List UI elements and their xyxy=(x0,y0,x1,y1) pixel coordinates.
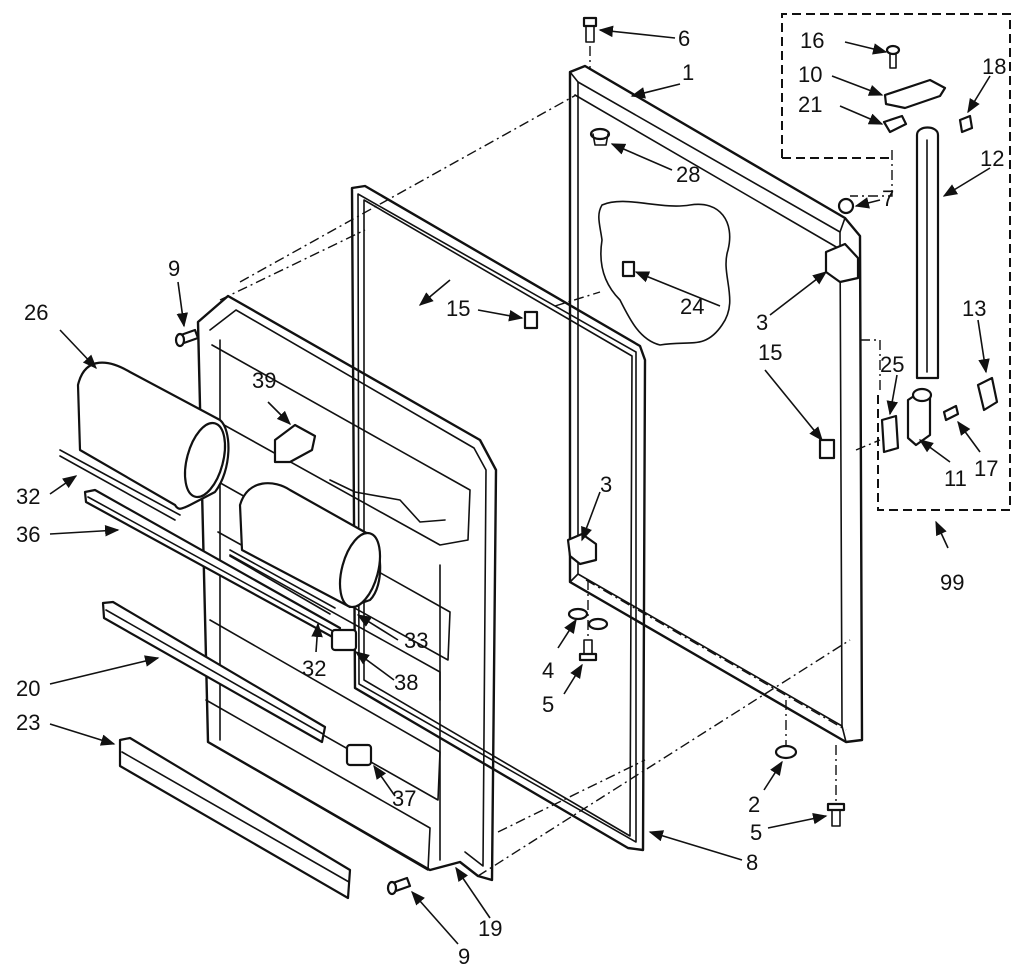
callout-26: 26 xyxy=(24,300,48,325)
callout-20: 20 xyxy=(16,676,40,701)
callout-5b: 5 xyxy=(750,820,762,845)
cap-18 xyxy=(958,114,974,134)
cover-13 xyxy=(976,376,999,412)
callout-5a: 5 xyxy=(542,692,554,717)
screw-17 xyxy=(942,404,960,422)
hinge-kit-box xyxy=(781,13,1011,511)
callout-37: 37 xyxy=(392,786,416,811)
door-bin-33 xyxy=(229,482,382,615)
shelf-bar-23 xyxy=(118,736,352,900)
stop-15-left xyxy=(523,310,539,330)
callout-17: 17 xyxy=(974,456,998,481)
callout-19: 19 xyxy=(478,916,502,941)
screw-6 xyxy=(582,16,598,43)
callout-32b: 32 xyxy=(302,656,326,681)
insulation-cutaway xyxy=(598,200,731,346)
callout-39: 39 xyxy=(252,368,276,393)
screw-16 xyxy=(885,44,901,69)
callout-3b: 3 xyxy=(756,310,768,335)
callout-10: 10 xyxy=(798,62,822,87)
callout-16: 16 xyxy=(800,28,824,53)
bracket-39 xyxy=(273,423,317,464)
door-outer-panel xyxy=(568,64,864,744)
callout-36: 36 xyxy=(16,522,40,547)
callout-12: 12 xyxy=(980,146,1004,171)
door-bin-26 xyxy=(59,361,230,521)
callout-4: 4 xyxy=(542,658,554,683)
hinge-plate-10 xyxy=(883,78,947,110)
callout-24: 24 xyxy=(680,294,704,319)
plug-28 xyxy=(589,127,611,146)
callout-9a: 9 xyxy=(168,256,180,281)
shelf-bar-20 xyxy=(101,600,327,744)
callout-18: 18 xyxy=(982,54,1006,79)
callout-7: 7 xyxy=(882,186,894,211)
stop-15-right xyxy=(818,438,836,460)
callout-8: 8 xyxy=(746,850,758,875)
hinge-3-top xyxy=(824,242,860,284)
callout-21: 21 xyxy=(798,92,822,117)
leader-lines xyxy=(49,25,991,945)
callout-2: 2 xyxy=(748,792,760,817)
callout-38: 38 xyxy=(394,670,418,695)
callout-32a: 32 xyxy=(16,484,40,509)
callout-6: 6 xyxy=(678,26,690,51)
callout-1: 1 xyxy=(682,60,694,85)
callout-11: 11 xyxy=(944,466,967,491)
callout-9b: 9 xyxy=(458,944,470,969)
plug-7 xyxy=(837,197,855,215)
door-gasket xyxy=(350,184,647,852)
callout-15a: 15 xyxy=(446,296,470,321)
callout-23: 23 xyxy=(16,710,40,735)
callout-15b: 15 xyxy=(758,340,782,365)
door-liner xyxy=(196,294,498,882)
bracket-37 xyxy=(345,743,373,767)
washer-4 xyxy=(567,607,609,631)
washer-2 xyxy=(774,744,798,760)
callout-33: 33 xyxy=(404,628,428,653)
callout-3a: 3 xyxy=(600,472,612,497)
callout-99: 99 xyxy=(940,570,964,595)
callout-25: 25 xyxy=(880,352,904,377)
screw-5-bottom-left xyxy=(578,639,598,662)
bracket-25 xyxy=(880,414,900,454)
screw-9-bottom xyxy=(386,876,412,896)
callout-labels: 1 2 3 3 4 5 5 6 7 8 9 9 10 11 12 13 15 1… xyxy=(16,26,1006,969)
hinge-11 xyxy=(906,387,933,447)
trim-strip-12 xyxy=(915,126,940,380)
callout-28: 28 xyxy=(676,162,700,187)
screw-5-bottom-right xyxy=(826,802,846,827)
shim-21 xyxy=(882,114,908,134)
bracket-38 xyxy=(330,628,358,652)
screw-9-top xyxy=(174,328,200,348)
callout-13: 13 xyxy=(962,296,986,321)
